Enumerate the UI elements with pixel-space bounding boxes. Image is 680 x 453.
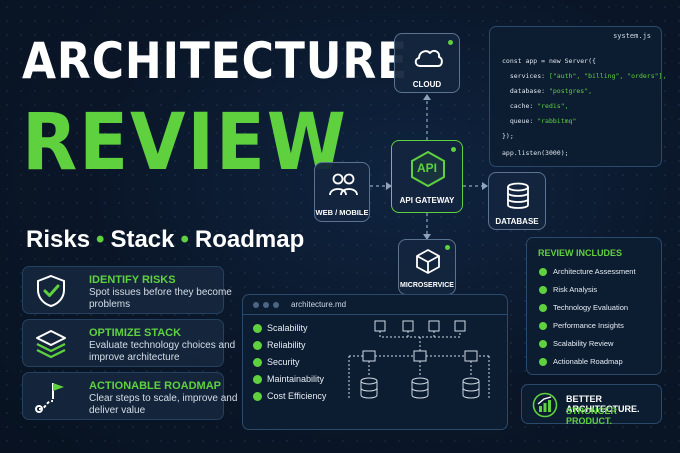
check-icon xyxy=(539,268,547,276)
node-web-mobile: WEB / MOBILE xyxy=(314,162,370,222)
cta-line2: STRONGER PRODUCT. xyxy=(566,406,618,426)
review-includes-panel: REVIEW INCLUDES Architecture Assessment … xyxy=(526,237,662,375)
window-dot xyxy=(273,302,279,308)
review-item: Performance Insights xyxy=(553,321,624,330)
code-line: services: ["auth", "billing", "orders"], xyxy=(502,72,667,80)
check-icon xyxy=(539,286,547,294)
tagline-roadmap: Roadmap xyxy=(194,226,305,253)
code-line: }); xyxy=(502,132,514,140)
code-line: database: "postgres", xyxy=(502,87,593,95)
code-line: queue: "rabbitmq" xyxy=(502,117,577,125)
arrowhead-down xyxy=(423,234,431,240)
feature-title: ACTIONABLE ROADMAP xyxy=(89,380,221,392)
check-icon xyxy=(539,322,547,330)
feature-card-actionable-roadmap: ACTIONABLE ROADMAP Clear steps to scale,… xyxy=(22,372,237,420)
code-line: const app = new Server({ xyxy=(502,57,596,65)
tagline-separator: • xyxy=(96,226,105,253)
code-filename: system.js xyxy=(613,32,651,40)
check-icon xyxy=(253,341,262,350)
feature-description: Evaluate technology choices and improve … xyxy=(89,340,236,363)
window-titlebar: architecture.md xyxy=(243,295,507,315)
review-item: Actionable Roadmap xyxy=(553,357,623,366)
headline-architecture: ARCHITECTURE xyxy=(22,32,409,90)
markdown-window: architecture.md Scalability Reliability … xyxy=(242,294,508,430)
cta-line1: BETTER ARCHITECTURE. xyxy=(566,394,640,414)
node-microservice: MICROSERVICE xyxy=(398,239,456,295)
checklist-item: Maintainability xyxy=(267,374,325,384)
feature-card-optimize-stack: OPTIMIZE STACK Evaluate technology choic… xyxy=(22,319,235,367)
feature-title: IDENTIFY RISKS xyxy=(89,274,176,286)
feature-card-identify-risks: IDENTIFY RISKS Spot issues before they b… xyxy=(22,266,232,314)
tagline: Risks•Stack•Roadmap xyxy=(26,226,304,254)
feature-description: Spot issues before they become problems xyxy=(89,287,232,310)
status-dot xyxy=(451,147,456,152)
node-label: CLOUD xyxy=(412,80,442,89)
tagline-separator: • xyxy=(180,226,189,253)
checklist-item: Reliability xyxy=(267,340,306,350)
markdown-filename: architecture.md xyxy=(291,300,347,309)
tagline-risks: Risks xyxy=(26,226,91,253)
check-icon xyxy=(539,358,547,366)
status-dot xyxy=(448,40,453,45)
node-label: MICROSERVICE xyxy=(400,282,454,289)
flag-route-icon xyxy=(35,383,64,413)
status-dot xyxy=(445,245,450,250)
hexagon-icon xyxy=(411,151,445,187)
cloud-icon xyxy=(414,49,443,67)
cube-icon xyxy=(416,249,440,274)
check-icon xyxy=(253,324,262,333)
review-item: Risk Analysis xyxy=(553,285,598,294)
checklist-item: Scalability xyxy=(267,323,308,333)
tagline-stack: Stack xyxy=(110,226,175,253)
arrowhead-up xyxy=(423,94,431,100)
node-label: API GATEWAY xyxy=(399,196,455,205)
users-icon xyxy=(329,173,358,196)
code-window: system.js const app = new Server({ servi… xyxy=(489,26,666,167)
review-item: Scalability Review xyxy=(553,339,614,348)
api-badge: API xyxy=(416,161,437,175)
check-icon xyxy=(539,340,547,348)
headline-review: REVIEW xyxy=(22,98,348,188)
checklist-item: Security xyxy=(267,357,300,367)
node-label: DATABASE xyxy=(495,217,539,226)
arrowhead-right xyxy=(386,182,392,190)
flow-diagram xyxy=(348,320,490,399)
node-cloud: CLOUD xyxy=(394,33,460,93)
review-heading: REVIEW INCLUDES xyxy=(538,248,623,258)
node-database: DATABASE xyxy=(488,172,546,230)
code-line: app.listen(3000); xyxy=(502,149,569,157)
check-icon xyxy=(253,392,262,401)
review-item: Technology Evaluation xyxy=(553,303,629,312)
layers-icon xyxy=(36,330,66,359)
review-item: Architecture Assessment xyxy=(553,267,636,276)
check-icon xyxy=(539,304,547,312)
database-icon xyxy=(507,182,529,209)
node-api-gateway: API API GATEWAY xyxy=(391,140,463,213)
arrowhead-right xyxy=(482,182,488,190)
feature-title: OPTIMIZE STACK xyxy=(89,327,182,339)
node-label: WEB / MOBILE xyxy=(315,208,369,217)
code-line: cache: "redis", xyxy=(502,102,569,110)
cta-better-architecture: BETTER ARCHITECTURE. STRONGER PRODUCT. xyxy=(521,384,662,426)
checklist-item: Cost Efficiency xyxy=(267,391,327,401)
check-icon xyxy=(253,358,262,367)
window-dot xyxy=(263,302,269,308)
check-icon xyxy=(253,375,262,384)
shield-check-icon xyxy=(37,274,65,308)
window-dot xyxy=(253,302,259,308)
feature-description: Clear steps to scale, improve and delive… xyxy=(89,393,238,416)
growth-chart-icon xyxy=(532,392,558,418)
